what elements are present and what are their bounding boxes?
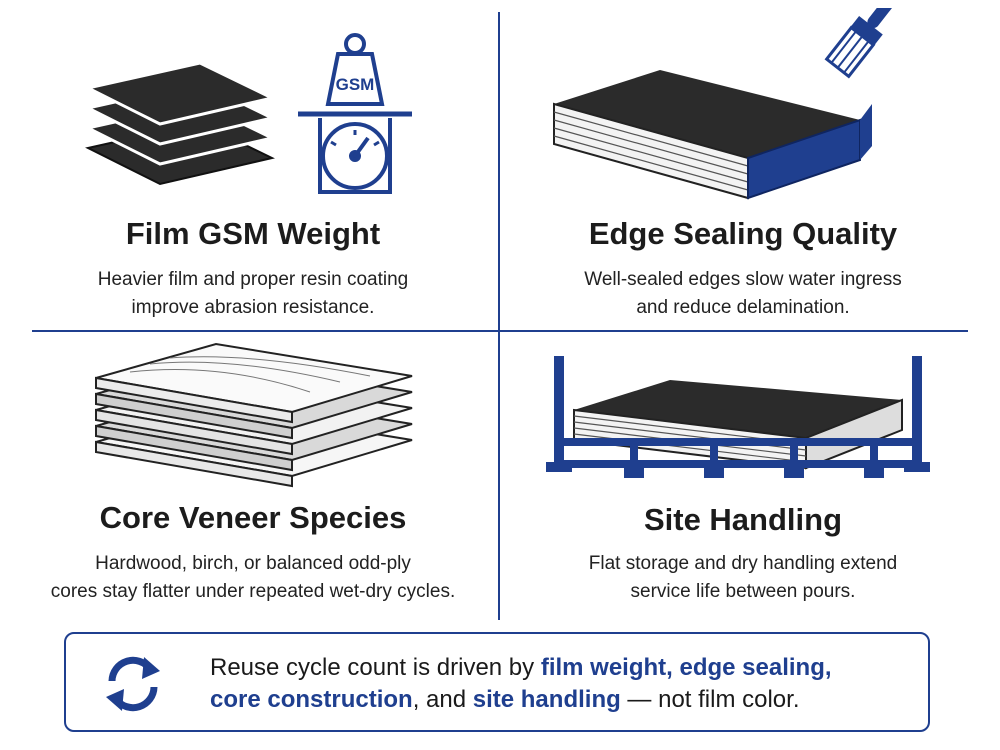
summary-highlight: core construction bbox=[210, 686, 413, 713]
vertical-divider bbox=[498, 12, 500, 620]
panel-description: Hardwood, birch, or balanced odd-ply cor… bbox=[20, 550, 486, 606]
description-line: service life between pours. bbox=[630, 581, 856, 602]
description-line: Heavier film and proper resin coating bbox=[97, 269, 409, 290]
summary-line-1: Reuse cycle count is driven by film weig… bbox=[210, 652, 910, 684]
reuse-cycle-arrows-icon bbox=[106, 656, 160, 712]
panel-title: Film GSM Weight bbox=[125, 216, 381, 251]
panel-title: Site Handling bbox=[643, 502, 843, 537]
panel-description: Heavier film and proper resin coating im… bbox=[20, 266, 486, 322]
horizontal-divider bbox=[32, 330, 968, 332]
film-gsm-illustration: GSM bbox=[83, 33, 412, 194]
description-line: improve abrasion resistance. bbox=[131, 297, 375, 318]
gsm-weight-scale-icon bbox=[298, 33, 412, 194]
description-line: Well-sealed edges slow water ingress bbox=[584, 269, 902, 290]
summary-plain-text: , and bbox=[412, 686, 473, 713]
summary-highlight: film weight, edge sealing, bbox=[540, 654, 832, 681]
panel-edge-sealing-quality: Edge Sealing Quality Well-sealed edges s… bbox=[510, 8, 976, 318]
edge-sealing-illustration bbox=[553, 8, 912, 200]
summary-highlight: site handling bbox=[472, 686, 621, 713]
description-line: Hardwood, birch, or balanced odd-ply bbox=[95, 553, 411, 574]
panel-film-gsm-weight: GSM Film GSM Weight Heavier film and pro… bbox=[20, 8, 486, 318]
description-line: cores stay flatter under repeated wet-dr… bbox=[50, 581, 456, 602]
veneer-layers-icon bbox=[95, 342, 413, 488]
panel-site-handling: Site Handling Flat storage and dry handl… bbox=[510, 342, 976, 652]
panel-core-veneer-species: Core Veneer Species Hardwood, birch, or … bbox=[20, 342, 486, 652]
panel-title: Core Veneer Species bbox=[99, 500, 407, 535]
description-line: and reduce delamination. bbox=[636, 297, 850, 318]
gsm-label: GSM bbox=[336, 75, 375, 94]
panel-edge-paintbrush-icon bbox=[553, 8, 912, 200]
summary-line-2: core construction, and site handling — n… bbox=[210, 684, 910, 716]
site-handling-illustration bbox=[546, 356, 930, 478]
stacked-panels-on-rack-icon bbox=[546, 356, 930, 478]
stacked-film-sheets-icon bbox=[83, 61, 277, 186]
core-veneer-illustration bbox=[95, 342, 413, 488]
panel-title: Edge Sealing Quality bbox=[588, 216, 898, 251]
summary-plain-text: — not film color. bbox=[620, 686, 800, 713]
summary-box: Reuse cycle count is driven by film weig… bbox=[64, 632, 930, 732]
summary-text: Reuse cycle count is driven by film weig… bbox=[210, 652, 910, 716]
description-line: Flat storage and dry handling extend bbox=[588, 553, 898, 574]
summary-plain-text: Reuse cycle count is driven by bbox=[210, 654, 541, 681]
panel-description: Well-sealed edges slow water ingress and… bbox=[510, 266, 976, 322]
panel-description: Flat storage and dry handling extend ser… bbox=[510, 550, 976, 606]
